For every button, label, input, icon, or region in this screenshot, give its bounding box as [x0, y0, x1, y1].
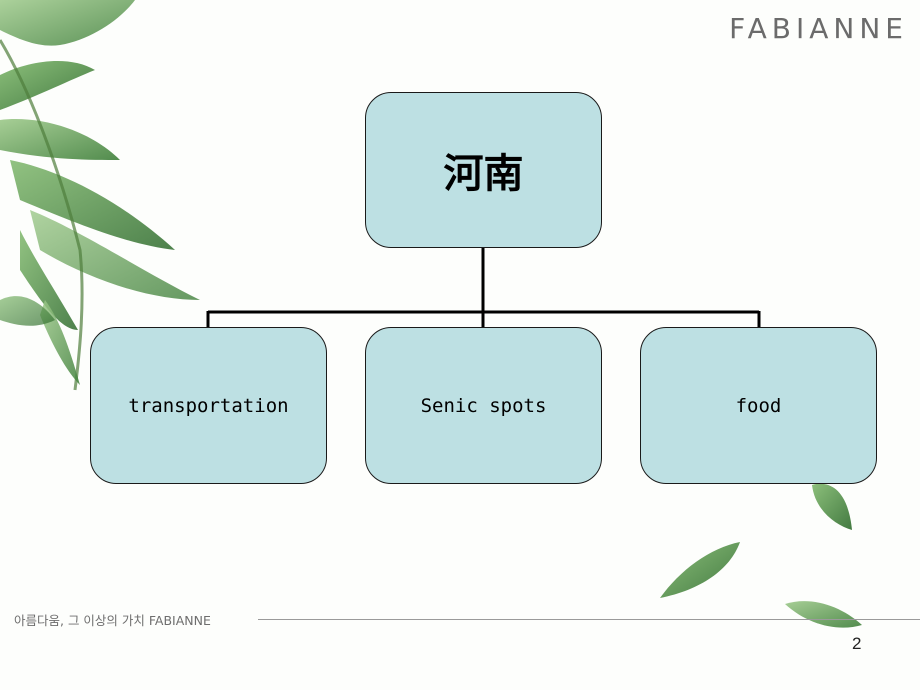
child-node-transportation: transportation — [90, 327, 327, 484]
child-node-food: food — [640, 327, 877, 484]
child-node-label: transportation — [128, 394, 289, 417]
child-node-senic-spots: Senic spots — [365, 327, 602, 484]
brand-logo: FABIANNE — [729, 12, 908, 45]
fern-leaves-icon — [0, 0, 200, 391]
root-node: 河南 — [365, 92, 602, 248]
child-node-label: Senic spots — [420, 394, 547, 417]
footer-divider — [258, 619, 920, 620]
leaf-icon — [660, 542, 740, 598]
root-node-label: 河南 — [443, 151, 524, 197]
leaf-icon — [812, 483, 852, 530]
footer-tagline: 아름다움, 그 이상의 가치 FABIANNE — [14, 613, 211, 628]
page-number: 2 — [852, 634, 862, 653]
leaf-icon — [785, 601, 862, 628]
child-node-label: food — [735, 394, 782, 417]
